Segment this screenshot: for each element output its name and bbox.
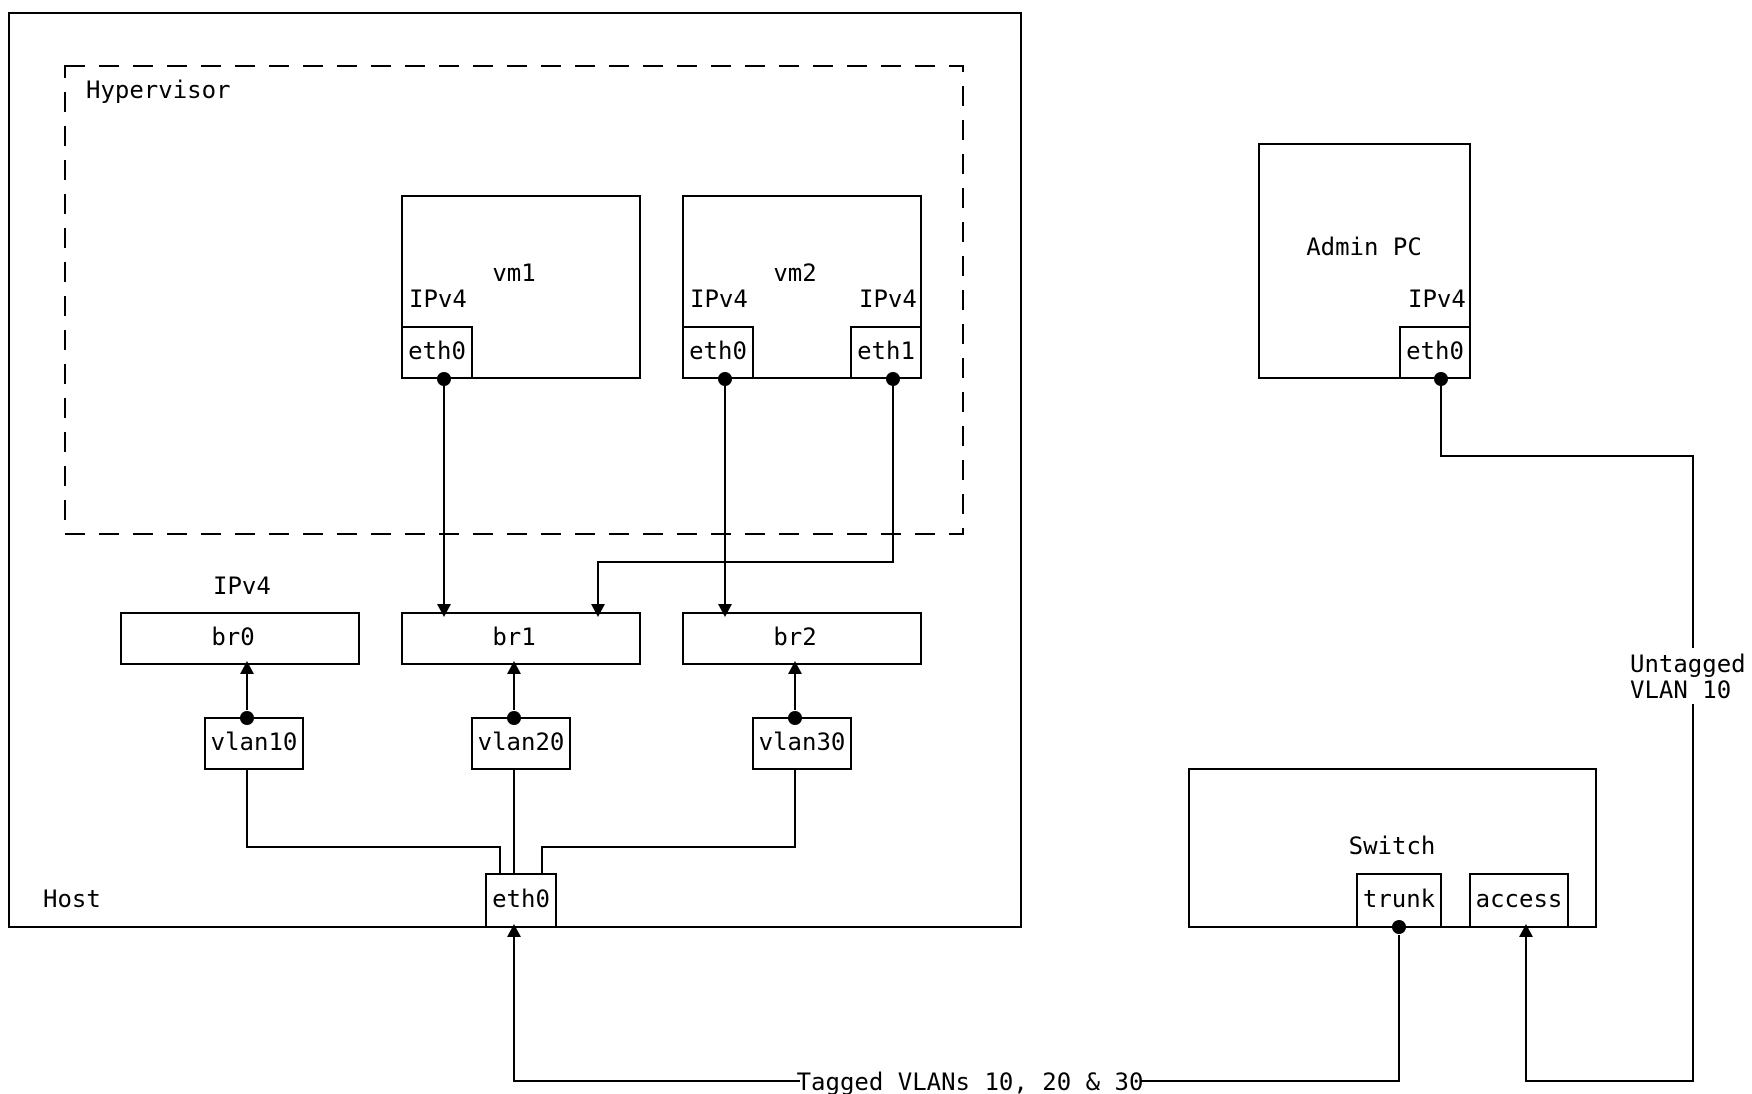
vm2-eth1-port — [850, 326, 922, 379]
br1-box — [401, 612, 641, 665]
arrow-into-br2-from-vlan30 — [788, 661, 802, 674]
vlan10-box — [204, 717, 304, 770]
untagged-label-bg — [1628, 648, 1750, 704]
link-vm2-eth1-to-br1 — [597, 379, 894, 604]
vlan30-label: vlan30 — [759, 728, 846, 756]
vm2-eth1-label: eth1 — [857, 337, 915, 365]
vm2-name: vm2 — [773, 259, 816, 287]
vm1-name: vm1 — [492, 259, 535, 287]
vlan20-box — [471, 717, 571, 770]
tagged-label-bg — [800, 1068, 1140, 1094]
dot-switch-trunk — [1392, 920, 1406, 934]
link-vlan10-to-host-eth0 — [246, 770, 501, 874]
vm2-eth0-port — [682, 326, 754, 379]
dot-vm1-eth0 — [437, 372, 451, 386]
link-admin-untagged — [1440, 379, 1694, 1082]
host-label: Host — [43, 885, 101, 913]
dot-vlan30 — [788, 711, 802, 725]
dot-vlan10 — [240, 711, 254, 725]
br2-box — [682, 612, 922, 665]
arrow-into-br1-from-vlan20 — [507, 661, 521, 674]
br2-label: br2 — [773, 623, 816, 651]
tagged-vlans-label: Tagged VLANs 10, 20 & 30 — [797, 1068, 1144, 1094]
dot-vm2-eth0 — [718, 372, 732, 386]
link-vlan30-to-host-eth0 — [541, 770, 796, 874]
arrow-into-br0-from-vlan10 — [240, 661, 254, 674]
br1-label: br1 — [492, 623, 535, 651]
host-eth0-port — [485, 873, 557, 928]
vlan10-label: vlan10 — [211, 728, 298, 756]
arrow-into-br2 — [718, 604, 732, 617]
vlan30-box — [752, 717, 852, 770]
dot-vm2-eth1 — [886, 372, 900, 386]
hypervisor-box — [64, 65, 964, 535]
arrow-into-switch-access — [1519, 924, 1533, 937]
arrow-into-host-eth0 — [507, 924, 521, 937]
admin-pc-name: Admin PC — [1306, 233, 1422, 261]
switch-node: Switch trunk access — [1188, 768, 1597, 928]
vm1-node: vm1 IPv4 eth0 — [401, 195, 641, 379]
vm2-eth0-label: eth0 — [689, 337, 747, 365]
switch-access-port — [1469, 873, 1569, 928]
vlan20-label: vlan20 — [478, 728, 565, 756]
link-trunk-tagged — [513, 935, 1400, 1082]
admin-pc-ip-label: IPv4 — [1408, 285, 1466, 313]
arrow-into-br1-from-vm2 — [591, 604, 605, 617]
switch-trunk-port — [1356, 873, 1442, 928]
vm2-eth0-ip-label: IPv4 — [690, 285, 748, 313]
untagged-label-line1: Untagged — [1630, 650, 1746, 678]
vm1-ip-label: IPv4 — [409, 285, 467, 313]
admin-pc-eth0-port — [1399, 326, 1471, 379]
vm1-eth0-port — [401, 326, 473, 379]
vm2-eth1-ip-label: IPv4 — [859, 285, 917, 313]
admin-pc-node: Admin PC IPv4 eth0 — [1258, 143, 1471, 379]
dot-admin-pc-eth0 — [1434, 372, 1448, 386]
switch-trunk-label: trunk — [1363, 885, 1436, 913]
untagged-label-line2: VLAN 10 — [1630, 676, 1731, 704]
switch-access-label: access — [1476, 885, 1563, 913]
vm2-node: vm2 IPv4 IPv4 eth0 eth1 — [682, 195, 922, 379]
arrow-into-br1-from-vm1 — [437, 604, 451, 617]
hypervisor-label: Hypervisor — [86, 76, 231, 104]
br0-box — [120, 612, 360, 665]
br0-ip-label: IPv4 — [213, 572, 271, 600]
admin-pc-eth0-label: eth0 — [1406, 337, 1464, 365]
br0-label: br0 — [211, 623, 254, 651]
vm1-eth0-label: eth0 — [408, 337, 466, 365]
dot-vlan20 — [507, 711, 521, 725]
switch-name: Switch — [1349, 832, 1436, 860]
host-eth0-label: eth0 — [492, 885, 550, 913]
